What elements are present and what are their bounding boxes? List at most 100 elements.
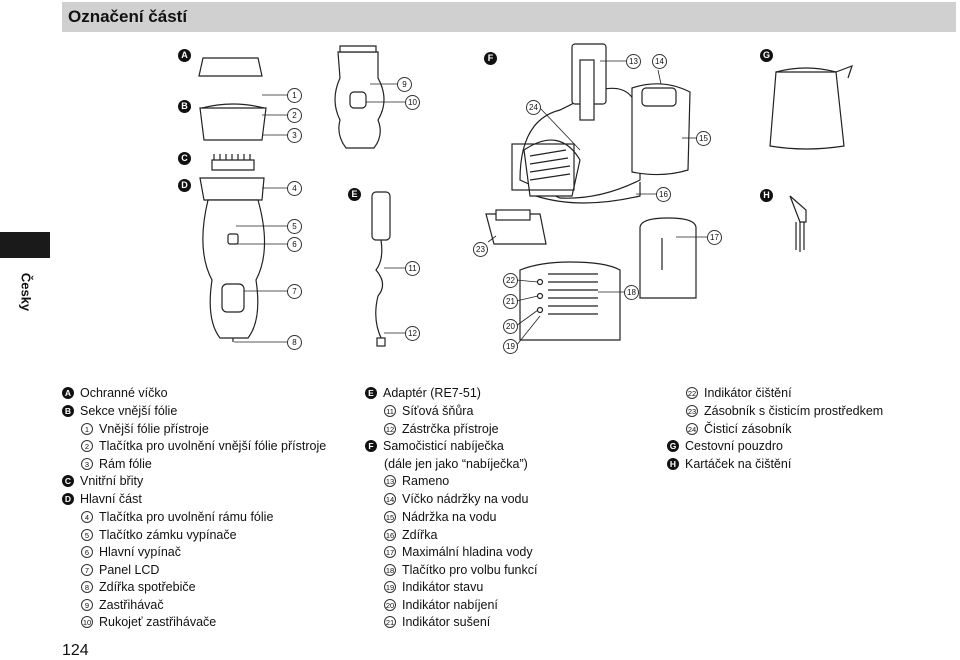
legend-marker: 23 [686, 405, 698, 417]
callout-16: 16 [656, 187, 671, 202]
legend-marker: 9 [81, 599, 93, 611]
legend-marker: 11 [384, 405, 396, 417]
legend-text: Nádržka na vodu [402, 510, 497, 524]
legend-item-f-note: (dále jen jako “nabíječka”) [365, 455, 528, 473]
legend-text: Cestovní pouzdro [685, 439, 783, 453]
legend-text: Tlačítko zámku vypínače [99, 528, 237, 542]
legend-text: Zásobník s čisticím prostředkem [704, 404, 884, 418]
legend-item-9: 9 Zastřihávač [62, 596, 164, 614]
legend-item-23: 23 Zásobník s čisticím prostředkem [667, 402, 883, 420]
legend-text: Zástrčka přístroje [402, 422, 499, 436]
callout-13: 13 [626, 54, 641, 69]
legend-text: Ochranné víčko [80, 386, 168, 400]
legend-text: Víčko nádržky na vodu [402, 492, 529, 506]
legend-text: Indikátor sušení [402, 615, 491, 629]
legend-item-1: 1 Vnější fólie přístroje [62, 420, 209, 438]
legend-marker: 16 [384, 529, 396, 541]
callout-19: 19 [503, 339, 518, 354]
legend-text: Hlavní vypínač [99, 545, 181, 559]
legend-text: Panel LCD [99, 563, 160, 577]
cleaning-dish-drawing [523, 139, 581, 197]
legend-item-7: 7 Panel LCD [62, 561, 159, 579]
legend-text: (dále jen jako “nabíječka”) [384, 457, 528, 471]
legend-text: Vnější fólie přístroje [99, 422, 209, 436]
legend-item-16: 16 Zdířka [365, 526, 437, 544]
marker-b: B [178, 100, 191, 113]
callout-15: 15 [696, 131, 711, 146]
shaver-body-drawing [202, 199, 266, 339]
legend-marker: 7 [81, 564, 93, 576]
legend-marker: 5 [81, 529, 93, 541]
legend-text: Adaptér (RE7-51) [383, 386, 481, 400]
legend-item-21: 21 Indikátor sušení [365, 613, 490, 631]
legend-text: Tlačítka pro uvolnění rámu fólie [99, 510, 274, 524]
legend-text: Hlavní část [80, 492, 142, 506]
legend-text: Rám fólie [99, 457, 152, 471]
legend-text: Rukojeť zastřihávače [99, 615, 217, 629]
legend-item-11: 11 Síťová šňůra [365, 402, 473, 420]
legend-text: Síťová šňůra [402, 404, 474, 418]
legend-marker: 1 [81, 423, 93, 435]
legend-text: Sekce vnější fólie [80, 404, 178, 418]
legend-item-24: 24 Čisticí zásobník [667, 420, 792, 438]
legend-item-17: 17 Maximální hladina vody [365, 543, 533, 561]
legend-marker: E [365, 387, 377, 399]
outer-foil-section-drawing [199, 107, 267, 141]
legend-text: Zastřihávač [99, 598, 164, 612]
legend-item-5: 5 Tlačítko zámku vypínače [62, 526, 237, 544]
callout-11: 11 [405, 261, 420, 276]
legend-marker: G [667, 440, 679, 452]
parts-diagram [198, 43, 853, 347]
legend-marker: 18 [384, 564, 396, 576]
detergent-cartridge-drawing [639, 217, 697, 299]
legend-marker: 24 [686, 423, 698, 435]
legend-marker: 17 [384, 546, 396, 558]
legend-marker: 2 [81, 440, 93, 452]
legend-marker: 8 [81, 581, 93, 593]
legend-marker: 6 [81, 546, 93, 558]
cleaning-brush-drawing [789, 195, 807, 223]
callout-22: 22 [503, 273, 518, 288]
page-number: 124 [62, 642, 89, 659]
legend-marker: 3 [81, 458, 93, 470]
legend-item-c: C Vnitřní břity [62, 472, 143, 490]
callout-2: 2 [287, 108, 302, 123]
callout-5: 5 [287, 219, 302, 234]
legend-marker: 4 [81, 511, 93, 523]
legend-marker: 21 [384, 616, 396, 628]
legend-text: Vnitřní břity [80, 474, 144, 488]
shaver-head-drawing [199, 177, 265, 201]
inner-blades-drawing [211, 159, 255, 171]
callout-6: 6 [287, 237, 302, 252]
travel-pouch-drawing [769, 71, 845, 150]
legend-text: Samočisticí nabíječka [383, 439, 504, 453]
legend-text: Maximální hladina vody [402, 545, 533, 559]
legend-text: Zdířka [402, 528, 438, 542]
adapter-drawing [371, 191, 391, 241]
legend-marker: 19 [384, 581, 396, 593]
section-header: Označení částí [62, 2, 956, 32]
legend-text: Tlačítka pro uvolnění vnější fólie příst… [99, 439, 327, 453]
callout-20: 20 [503, 319, 518, 334]
marker-e: E [348, 188, 361, 201]
callout-12: 12 [405, 326, 420, 341]
legend-text: Čisticí zásobník [704, 422, 792, 436]
legend-marker: 22 [686, 387, 698, 399]
callout-10: 10 [405, 95, 420, 110]
legend-marker: 10 [81, 616, 93, 628]
legend-text: Tlačítko pro volbu funkcí [402, 563, 538, 577]
legend-item-6: 6 Hlavní vypínač [62, 543, 181, 561]
protective-cap-drawing [198, 57, 263, 77]
legend-marker: H [667, 458, 679, 470]
callout-8: 8 [287, 335, 302, 350]
legend-marker: C [62, 475, 74, 487]
marker-d: D [178, 179, 191, 192]
